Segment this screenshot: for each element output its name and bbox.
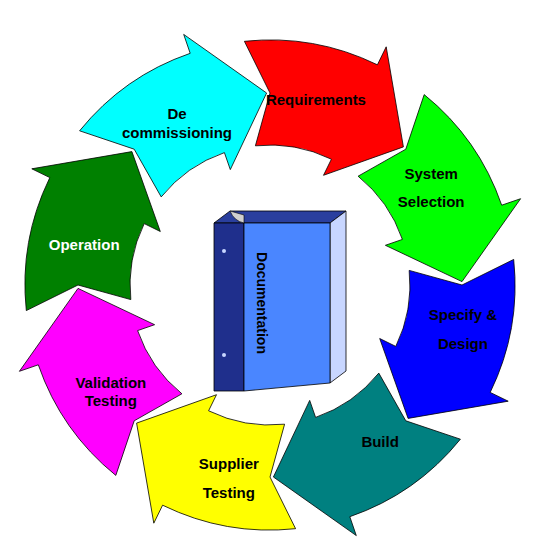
cycle-arrow	[80, 34, 267, 197]
stage-label: Operation	[34, 236, 134, 255]
cycle-stage: Requirements	[251, 91, 381, 110]
cycle-stage: Supplier Testing	[184, 450, 274, 507]
cycle-stage: Build	[340, 433, 420, 452]
cycle-stage: De commissioning	[122, 105, 232, 143]
stage-label: De commissioning	[122, 105, 232, 143]
cycle-arrow	[19, 288, 182, 475]
stage-label: Build	[340, 433, 420, 452]
cycle-stage: Validation Testing	[61, 374, 161, 412]
cycle-arrow	[244, 40, 403, 175]
cycle-arrow	[273, 373, 460, 535]
stage-label: System Selection	[386, 160, 476, 217]
stage-label: Specify & Design	[428, 301, 498, 358]
cycle-stage: System Selection	[386, 160, 476, 217]
cycle-arrow	[358, 95, 520, 282]
cycle-stage: Operation	[34, 236, 134, 255]
cycle-arrow	[25, 152, 160, 311]
cycle-arrow	[137, 395, 296, 530]
cycle-arrow	[380, 259, 515, 418]
cycle-stage: Specify & Design	[428, 301, 498, 358]
binder-drawing	[210, 205, 355, 395]
stage-label: Validation Testing	[61, 374, 161, 412]
stage-label: Requirements	[251, 91, 381, 110]
binder: Documentation	[210, 205, 355, 395]
stage-label: Supplier Testing	[184, 450, 274, 507]
binder-label: Documentation	[254, 252, 270, 354]
